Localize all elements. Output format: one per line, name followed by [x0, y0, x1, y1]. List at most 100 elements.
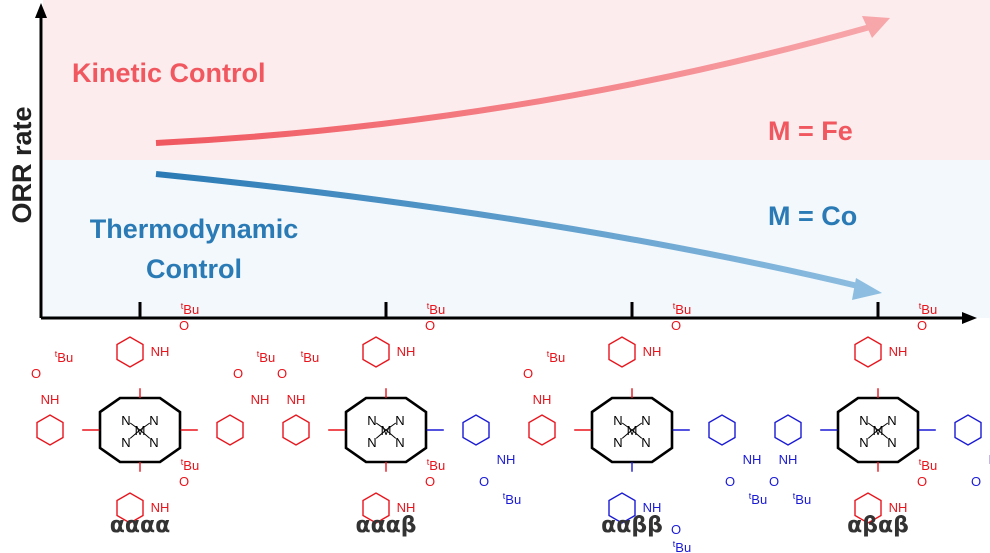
phenyl-ring — [854, 336, 882, 368]
metal-label: M — [627, 423, 638, 438]
amide-nh-label: NH — [151, 500, 170, 515]
phenyl-ring — [528, 414, 556, 446]
metal-label: M — [381, 423, 392, 438]
n-m-bond — [877, 429, 889, 439]
y-axis-label: ORR rate — [7, 106, 37, 223]
tert-butyl-label: tBu — [427, 457, 445, 473]
nitrogen-label: N — [859, 413, 868, 428]
tert-butyl-label: tBu — [749, 491, 767, 507]
isomer-label: ααββ — [601, 513, 663, 538]
tert-butyl-label: tBu — [919, 457, 937, 473]
amide-nh-label: NH — [497, 452, 516, 467]
carbonyl-oxygen-label: O — [479, 474, 489, 489]
n-m-bond — [375, 429, 387, 439]
n-m-bond — [375, 422, 387, 431]
amide-nh-label: NH — [889, 500, 908, 515]
carbonyl-oxygen-label: O — [31, 366, 41, 381]
nitrogen-label: N — [395, 435, 404, 450]
nitrogen-label: N — [121, 435, 130, 450]
phenyl-ring — [116, 336, 144, 368]
carbonyl-oxygen-label: O — [233, 366, 243, 381]
porphyrin-core — [98, 396, 182, 464]
tert-butyl-label: tBu — [547, 349, 565, 365]
phenyl-ring — [954, 414, 982, 446]
amide-nh-label: NH — [397, 500, 416, 515]
amide-nh-label: NH — [41, 392, 60, 407]
n-m-bond — [631, 422, 643, 431]
nitrogen-label: N — [613, 435, 622, 450]
amide-nh-label: NH — [287, 392, 306, 407]
carbonyl-oxygen-label: O — [523, 366, 533, 381]
tert-butyl-label: tBu — [427, 301, 445, 317]
co-trend-line — [155, 171, 863, 290]
nitrogen-label: N — [613, 413, 622, 428]
n-m-bond — [385, 429, 397, 439]
amide-nh-label: NH — [533, 392, 552, 407]
phenyl-ring — [608, 492, 636, 524]
phenyl-ring — [462, 414, 490, 446]
amide-nh-label: NH — [397, 344, 416, 359]
tert-butyl-label: tBu — [793, 491, 811, 507]
n-m-bond — [877, 422, 889, 431]
phenyl-ring — [282, 414, 310, 446]
nitrogen-label: N — [859, 435, 868, 450]
tert-butyl-label: tBu — [257, 349, 275, 365]
amide-nh-label: NH — [251, 392, 270, 407]
y-axis-arrowhead-icon — [35, 3, 47, 18]
amide-nh-label: NH — [889, 344, 908, 359]
porphyrin-core — [344, 396, 428, 464]
kinetic-region — [43, 0, 990, 160]
amide-nh-label: NH — [743, 452, 762, 467]
phenyl-ring — [116, 492, 144, 524]
carbonyl-oxygen-label: O — [179, 474, 189, 489]
n-m-bond — [631, 429, 643, 439]
amide-nh-label: NH — [643, 500, 662, 515]
co-trend-label: M = Co — [768, 201, 857, 231]
phenyl-ring — [774, 414, 802, 446]
carbonyl-oxygen-label: O — [671, 522, 681, 537]
nitrogen-label: N — [887, 435, 896, 450]
carbonyl-oxygen-label: O — [917, 318, 927, 333]
phenyl-ring — [362, 336, 390, 368]
nitrogen-label: N — [887, 413, 896, 428]
phenyl-ring — [36, 414, 64, 446]
nitrogen-label: N — [149, 413, 158, 428]
thermodynamic-region — [43, 160, 990, 318]
isomer-label: αααβ — [355, 513, 416, 538]
amide-nh-label: NH — [643, 344, 662, 359]
n-m-bond — [129, 429, 141, 439]
amide-nh-label: NH — [151, 344, 170, 359]
metal-label: M — [873, 423, 884, 438]
tert-butyl-label: tBu — [181, 301, 199, 317]
n-m-bond — [385, 422, 397, 431]
carbonyl-oxygen-label: O — [425, 318, 435, 333]
nitrogen-label: N — [367, 413, 376, 428]
nitrogen-label: N — [395, 413, 404, 428]
porphyrin-core — [590, 396, 674, 464]
n-m-bond — [129, 422, 141, 431]
carbonyl-oxygen-label: O — [971, 474, 981, 489]
fe-trend-label: M = Fe — [768, 116, 853, 146]
thermodynamic-control-label-line2: Control — [146, 254, 242, 284]
carbonyl-oxygen-label: O — [671, 318, 681, 333]
thermodynamic-control-label-line1: Thermodynamic — [90, 214, 299, 244]
kinetic-control-label: Kinetic Control — [72, 58, 266, 88]
isomer-label: αβαβ — [847, 513, 909, 538]
phenyl-ring — [608, 336, 636, 368]
phenyl-ring — [216, 414, 244, 446]
n-m-bond — [867, 429, 879, 439]
n-m-bond — [139, 429, 151, 439]
tert-butyl-label: tBu — [503, 491, 521, 507]
nitrogen-label: N — [149, 435, 158, 450]
tert-butyl-label: tBu — [673, 539, 691, 553]
phenyl-ring — [362, 492, 390, 524]
amide-nh-label: NH — [779, 452, 798, 467]
metal-label: M — [135, 423, 146, 438]
n-m-bond — [139, 422, 151, 431]
carbonyl-oxygen-label: O — [277, 366, 287, 381]
